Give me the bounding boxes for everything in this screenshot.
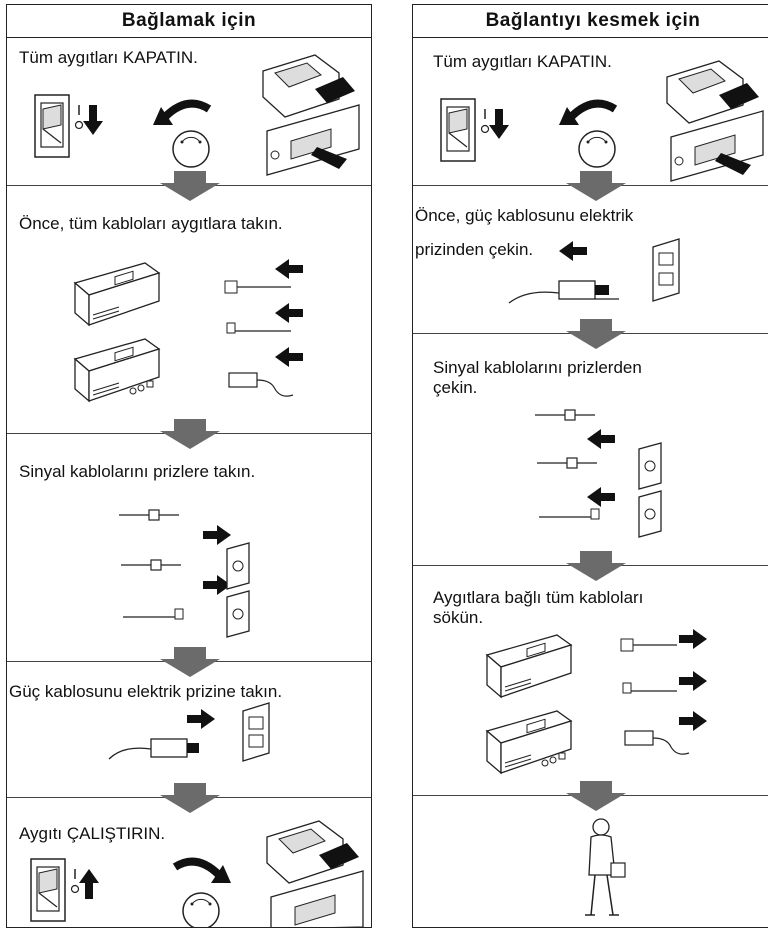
equipment-switch-on-illustration (266, 820, 364, 927)
flow-down-arrow-icon (566, 551, 626, 581)
disconnect-step-1-text: Tüm aygıtları KAPATIN. (433, 52, 612, 71)
signal-cables-unplug-illustration (534, 409, 662, 538)
disconnect-instructions-panel: Bağlantıyı kesmek için Tüm aygıtları KAP… (412, 4, 768, 928)
devices-illustration (486, 634, 572, 774)
cables-connect-illustration (224, 259, 303, 397)
connect-step-5-text: Aygıtı ÇALIŞTIRIN. (19, 824, 166, 843)
power-switch-off-illustration (34, 94, 103, 158)
connect-step-3-text: Sinyal kablolarını prizlere takın. (19, 462, 256, 481)
disconnect-panel-title: Bağlantıyı kesmek için (413, 5, 768, 38)
power-cord-connect-illustration (108, 702, 270, 762)
devices-illustration (74, 262, 160, 402)
signal-cables-connect-illustration (118, 509, 250, 638)
connect-step-2-text: Önce, tüm kabloları aygıtlara takın. (19, 214, 283, 233)
cables-disconnect-illustration (620, 629, 707, 755)
dial-turn-right-illustration (172, 857, 231, 927)
dial-turn-left-illustration (153, 99, 212, 168)
flow-down-arrow-icon (566, 319, 626, 349)
flow-down-arrow-icon (566, 171, 626, 201)
connect-panel-title: Bağlamak için (7, 5, 371, 38)
power-cord-unplug-illustration (508, 238, 680, 304)
equipment-switch-illustration (666, 60, 764, 182)
equipment-switch-illustration (262, 54, 360, 176)
disconnect-step-3-text-line2: çekin. (433, 378, 478, 397)
flow-down-arrow-icon (160, 647, 220, 677)
connect-instructions-panel: Bağlamak için Tüm aygıtları KAPATIN. Önc… (6, 4, 372, 928)
flow-down-arrow-icon (566, 781, 626, 811)
flow-down-arrow-icon (160, 783, 220, 813)
disconnect-step-3-text-line1: Sinyal kablolarını prizlerden (433, 358, 642, 377)
power-switch-off-illustration (440, 98, 509, 162)
power-switch-on-illustration (30, 858, 99, 922)
disconnect-step-4-text-line1: Aygıtlara bağlı tüm kabloları (433, 588, 644, 607)
connect-step-4-text: Güç kablosunu elektrik prizine takın. (9, 682, 283, 701)
dial-turn-left-illustration (559, 99, 618, 168)
connect-step-1-text: Tüm aygıtları KAPATIN. (19, 48, 198, 67)
disconnect-step-4-text-line2: sökün. (433, 608, 484, 627)
flow-down-arrow-icon (160, 419, 220, 449)
flow-down-arrow-icon (160, 171, 220, 201)
disconnect-step-2-text-line1: Önce, güç kablosunu elektrik (415, 206, 634, 225)
person-walking-illustration (585, 818, 626, 916)
disconnect-step-2-text-line2: prizinden çekin. (415, 240, 534, 259)
